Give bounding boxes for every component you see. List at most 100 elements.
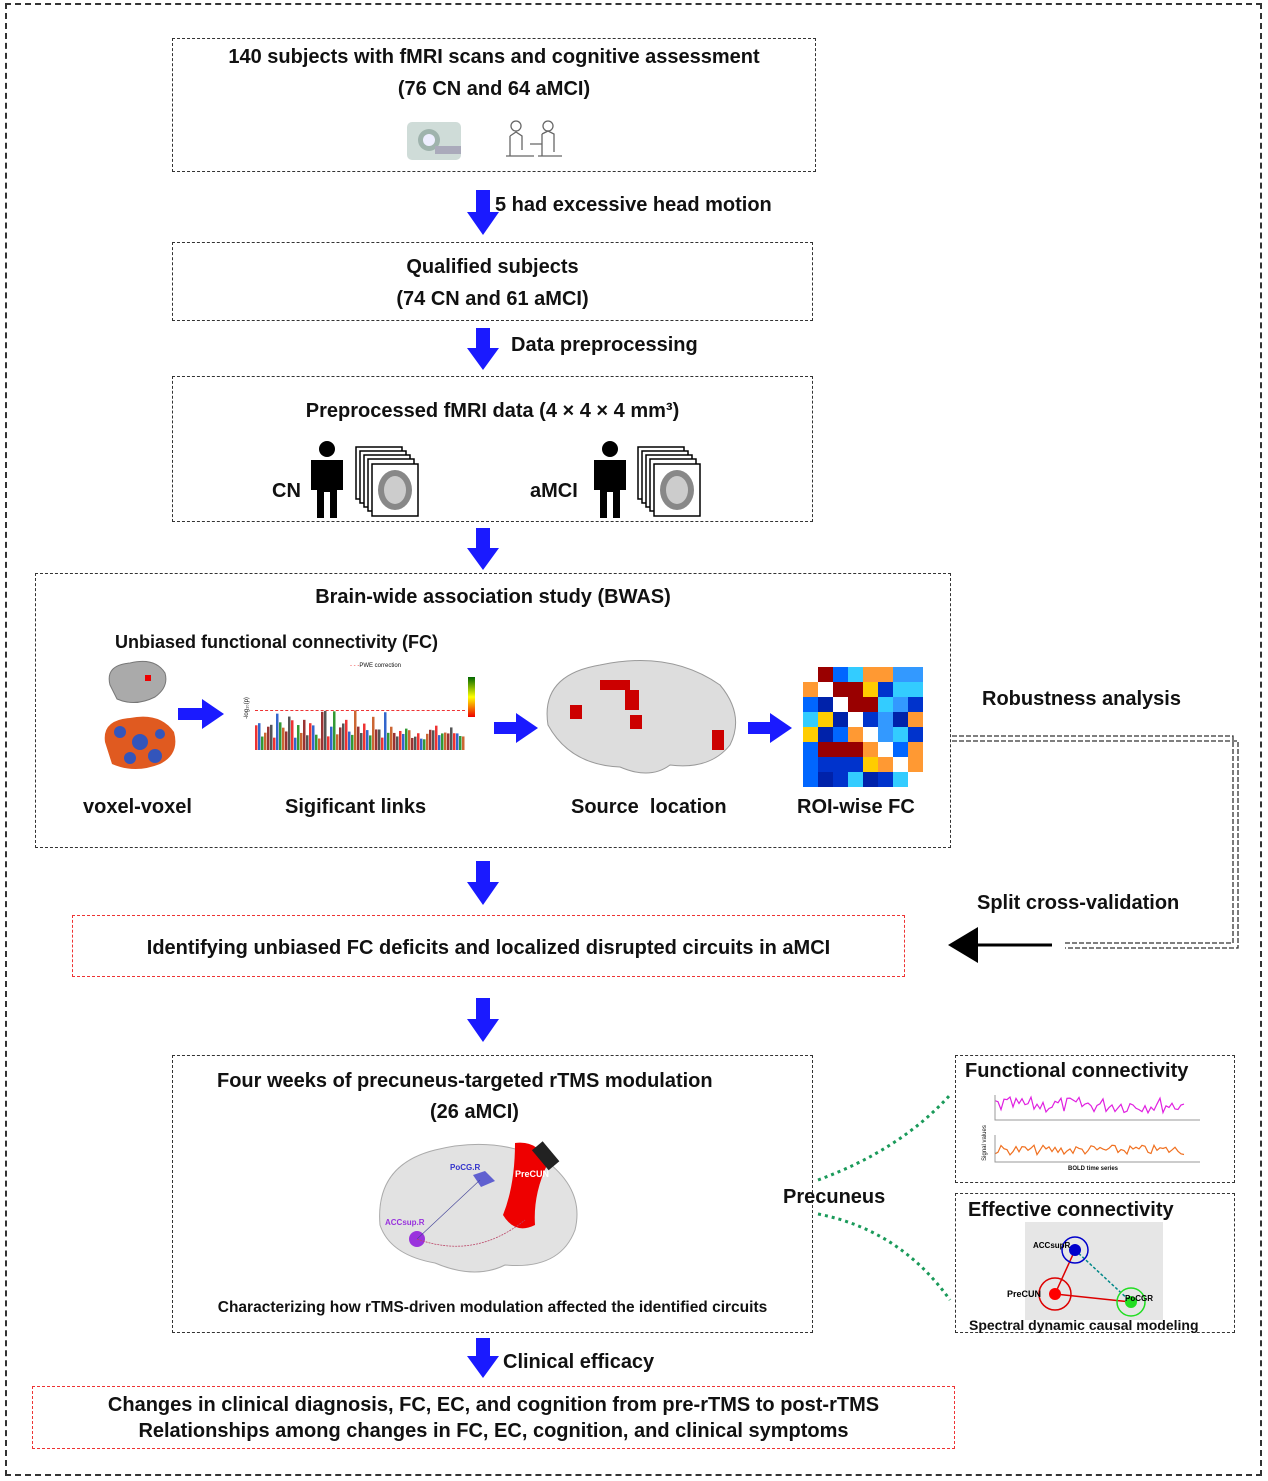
- time-series-line: [994, 1143, 1185, 1156]
- chart-bar: [294, 737, 297, 750]
- matrix-cell: [803, 757, 818, 772]
- matrix-cell: [848, 667, 863, 682]
- chart-bar: [432, 730, 435, 750]
- chart-bar: [387, 732, 390, 750]
- matrix-cell: [803, 697, 818, 712]
- matrix-cell: [818, 772, 833, 787]
- fc-panel: [955, 1055, 1235, 1183]
- chart-bar: [291, 720, 294, 750]
- matrix-cell: [818, 712, 833, 727]
- matrix-cell: [863, 667, 878, 682]
- matrix-cell: [803, 772, 818, 787]
- matrix-cell: [833, 667, 848, 682]
- chart-bar: [303, 719, 306, 750]
- matrix-cell: [908, 697, 923, 712]
- chart-bar: [279, 722, 282, 750]
- bwas-box: [35, 573, 951, 848]
- precuneus-label: Precuneus: [783, 1186, 886, 1208]
- outcome-line2: Relationships among changes in FC, EC, c…: [138, 1420, 849, 1442]
- matrix-cell: [893, 712, 908, 727]
- chart-bar: [420, 738, 423, 750]
- chart-bar: [417, 733, 420, 750]
- time-series-axes: [994, 1095, 1200, 1163]
- node-precun: PreCUN: [1007, 1289, 1041, 1299]
- chart-yaxis: -log₁₀(p): [243, 697, 250, 719]
- matrix-cell: [803, 742, 818, 757]
- chart-bar: [411, 737, 414, 750]
- preprocessed-box: [172, 376, 813, 522]
- matrix-cell: [878, 757, 893, 772]
- right-arrow-3: [748, 713, 792, 743]
- right-arrow-1: [178, 699, 224, 729]
- chart-bar: [333, 711, 336, 750]
- matrix-cell: [863, 757, 878, 772]
- matrix-cell: [818, 757, 833, 772]
- matrix-cell: [893, 667, 908, 682]
- chart-bar: [405, 728, 408, 750]
- chart-bar: [372, 716, 375, 750]
- exclusion-label: 5 had excessive head motion: [495, 194, 772, 216]
- matrix-cell: [833, 712, 848, 727]
- chart-bar: [402, 733, 405, 750]
- chart-bar: [375, 729, 378, 750]
- person-amci-icon: [594, 441, 626, 518]
- fmri-stack-amci-icon: [637, 446, 701, 517]
- chart-bar: [324, 710, 327, 750]
- chart-bar: [378, 729, 381, 750]
- chart-bars: [255, 710, 465, 750]
- matrix-cell: [803, 667, 818, 682]
- matrix-cell: [833, 682, 848, 697]
- chart-bar: [450, 727, 453, 750]
- matrix-cell: [878, 667, 893, 682]
- chart-bar: [285, 731, 288, 750]
- chart-bar: [276, 713, 279, 750]
- chart-bar: [426, 733, 429, 750]
- chart-bar: [354, 710, 357, 750]
- chart-bar: [342, 723, 345, 750]
- fmri-stack-cn-icon: [355, 446, 419, 517]
- source-location-brain: [546, 660, 737, 774]
- matrix-cell: [833, 697, 848, 712]
- accsup-label: ACCsup.R: [385, 1218, 425, 1227]
- chart-bar: [366, 730, 369, 750]
- chart-bar: [288, 716, 291, 750]
- matrix-cell: [908, 682, 923, 697]
- matrix-cell: [908, 727, 923, 742]
- cn-label: CN: [272, 480, 301, 502]
- chart-bar: [363, 723, 366, 750]
- chart-bar: [273, 737, 276, 750]
- chart-bar: [408, 730, 411, 750]
- matrix-cell: [848, 757, 863, 772]
- matrix-cell: [893, 682, 908, 697]
- chart-bar: [297, 725, 300, 750]
- chart-bar: [261, 736, 264, 750]
- qualified-box: [172, 242, 813, 321]
- fc-ylabel: Signal values: [981, 1125, 988, 1161]
- right-arrow-2: [494, 713, 538, 743]
- ec-caption: Spectral dynamic causal modeling: [969, 1317, 1199, 1333]
- time-series-line: [994, 1095, 1185, 1115]
- matrix-cell: [818, 667, 833, 682]
- chart-bar: [312, 725, 315, 750]
- outer-frame: [5, 3, 1262, 1476]
- chart-bar: [435, 725, 438, 750]
- matrix-cell: [908, 712, 923, 727]
- fc-panel-title: Functional connectivity: [965, 1060, 1189, 1082]
- chart-bar: [390, 726, 393, 750]
- matrix-cell: [878, 712, 893, 727]
- chart-bar: [393, 732, 396, 750]
- pwe-threshold-line: [255, 710, 465, 711]
- matrix-cell: [863, 772, 878, 787]
- ec-panel-title: Effective connectivity: [968, 1199, 1174, 1221]
- node-accsupr: ACCsupR: [1033, 1241, 1071, 1250]
- matrix-cell: [848, 682, 863, 697]
- down-arrow-4: [467, 861, 499, 905]
- chart-bar: [306, 735, 309, 750]
- bold-time-series: [994, 1095, 1200, 1163]
- chart-bar: [318, 738, 321, 750]
- node-pocgr: PoCGR: [1125, 1294, 1153, 1303]
- down-arrow-2: [467, 328, 499, 370]
- matrix-cell: [848, 772, 863, 787]
- chart-bar: [447, 733, 450, 750]
- subjects-line2: (76 CN and 64 aMCI): [397, 78, 591, 100]
